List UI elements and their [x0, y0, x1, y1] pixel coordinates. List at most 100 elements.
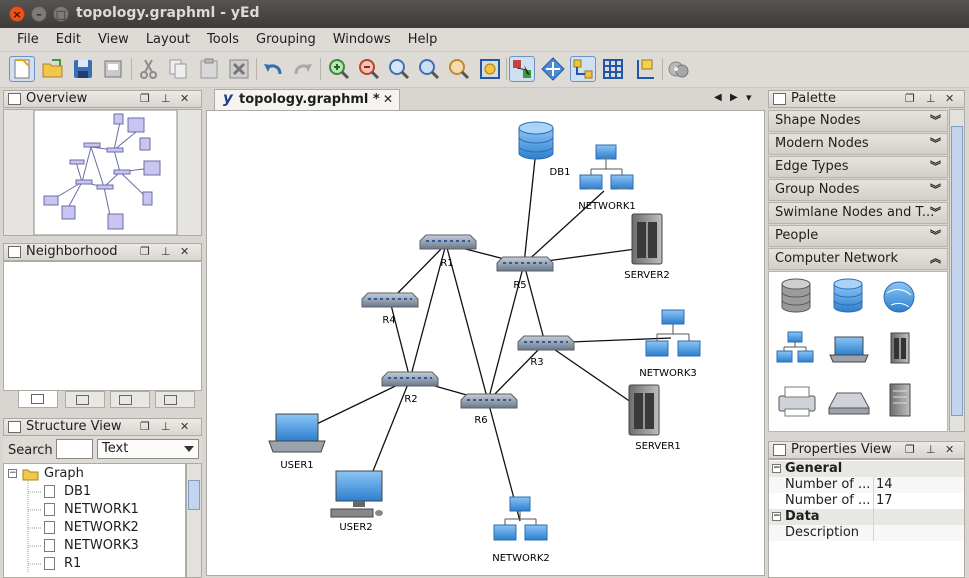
close-tab-icon[interactable]: ✕: [382, 92, 393, 106]
palette-scrollbar-thumb[interactable]: [951, 126, 963, 416]
palette-item-mainframe[interactable]: [889, 383, 911, 417]
palette-item-scanner[interactable]: [828, 392, 870, 415]
redo-button[interactable]: [290, 56, 316, 82]
float-panel-icon[interactable]: ❐: [140, 420, 150, 433]
property-row[interactable]: Number of ... 14: [769, 477, 964, 493]
tree-scrollbar-thumb[interactable]: [188, 480, 200, 510]
pin-icon[interactable]: ⊥: [161, 420, 171, 433]
properties-group-general[interactable]: − General: [769, 461, 964, 477]
pin-icon[interactable]: ⊥: [161, 245, 171, 258]
palette-item-laptop[interactable]: [829, 336, 869, 363]
zoom-out-button[interactable]: [356, 56, 382, 82]
overview-view[interactable]: [3, 109, 202, 236]
palette-item-printer[interactable]: [778, 386, 816, 417]
palette-item-database-gray[interactable]: [781, 278, 811, 313]
zoom-selection-button[interactable]: [446, 56, 472, 82]
palette-section-swimlane-nodes[interactable]: Swimlane Nodes and T...︾: [768, 202, 948, 224]
collapse-icon[interactable]: −: [8, 468, 17, 478]
minimize-window-button[interactable]: –: [31, 6, 47, 22]
graph-edge[interactable]: [409, 243, 447, 380]
graph-edge[interactable]: [544, 342, 645, 412]
collapse-icon[interactable]: −: [772, 463, 781, 473]
open-button[interactable]: [40, 56, 66, 82]
graph-node-user1[interactable]: USER1: [268, 413, 326, 471]
menu-layout[interactable]: Layout: [145, 32, 191, 47]
close-panel-icon[interactable]: ✕: [180, 420, 190, 433]
graph-canvas[interactable]: DB1 NETWORK1 SERVER2: [206, 110, 765, 576]
snap-lines-button[interactable]: [632, 56, 658, 82]
delete-button[interactable]: [226, 56, 252, 82]
navigate-mode-button[interactable]: [540, 56, 566, 82]
cut-button[interactable]: [136, 56, 162, 82]
graph-edge[interactable]: [487, 342, 546, 402]
save-as-button[interactable]: [100, 56, 126, 82]
maximize-window-button[interactable]: □: [53, 6, 69, 22]
menu-grouping[interactable]: Grouping: [256, 32, 316, 47]
undo-button[interactable]: [260, 56, 286, 82]
close-window-button[interactable]: ×: [9, 6, 25, 22]
close-panel-icon[interactable]: ✕: [945, 443, 955, 456]
menu-file[interactable]: File: [17, 32, 39, 47]
neighborhood-tab-1[interactable]: [18, 391, 58, 408]
graph-node-network3[interactable]: NETWORK3: [639, 309, 701, 379]
search-input[interactable]: [56, 439, 93, 459]
graph-edge[interactable]: [389, 243, 447, 302]
fit-content-button[interactable]: [477, 56, 503, 82]
close-panel-icon[interactable]: ✕: [180, 92, 190, 105]
palette-section-shape-nodes[interactable]: Shape Nodes︾: [768, 110, 948, 132]
copy-button[interactable]: [165, 56, 191, 82]
palette-section-people[interactable]: People︾: [768, 225, 948, 247]
properties-group-data[interactable]: − Data: [769, 509, 964, 525]
palette-item-network[interactable]: [776, 331, 814, 363]
window-titlebar[interactable]: × – □ topology.graphml - yEd: [0, 0, 969, 28]
neighborhood-view[interactable]: [3, 261, 202, 391]
float-panel-icon[interactable]: ❐: [140, 245, 150, 258]
new-document-button[interactable]: [9, 56, 35, 82]
neighborhood-panel-title[interactable]: Neighborhood ❐ ⊥ ✕: [3, 243, 202, 261]
neighborhood-tab-2[interactable]: [65, 391, 105, 408]
graph-node-user2[interactable]: USER2: [330, 470, 383, 533]
pin-icon[interactable]: ⊥: [926, 443, 936, 456]
menu-tools[interactable]: Tools: [207, 32, 240, 47]
neighborhood-tab-4[interactable]: [155, 391, 195, 408]
paste-button[interactable]: [196, 56, 222, 82]
property-row[interactable]: Description: [769, 525, 964, 541]
orthogonal-edges-button[interactable]: [570, 56, 596, 82]
menu-windows[interactable]: Windows: [332, 32, 391, 47]
tab-topology-graphml[interactable]: y topology.graphml * ✕: [214, 89, 400, 110]
float-panel-icon[interactable]: ❐: [905, 443, 915, 456]
graph-edge[interactable]: [445, 243, 489, 402]
edit-mode-button[interactable]: [509, 56, 535, 82]
pin-icon[interactable]: ⊥: [926, 92, 936, 105]
graph-edge[interactable]: [523, 190, 605, 265]
graph-node-r5[interactable]: R5: [496, 256, 554, 291]
zoom-original-button[interactable]: [386, 56, 412, 82]
graph-node-r3[interactable]: R3: [517, 335, 575, 368]
search-type-select[interactable]: Text: [97, 439, 199, 459]
tab-scroll-right-icon[interactable]: ▶: [730, 92, 738, 103]
close-panel-icon[interactable]: ✕: [945, 92, 955, 105]
graph-node-r1[interactable]: R1: [419, 234, 477, 269]
tab-menu-icon[interactable]: ▾: [746, 91, 752, 104]
float-panel-icon[interactable]: ❐: [140, 92, 150, 105]
graph-node-r6[interactable]: R6: [460, 393, 518, 426]
pin-icon[interactable]: ⊥: [161, 92, 171, 105]
save-button[interactable]: [70, 56, 96, 82]
menu-help[interactable]: Help: [407, 32, 438, 47]
close-panel-icon[interactable]: ✕: [180, 245, 190, 258]
collapse-icon[interactable]: −: [772, 511, 781, 521]
graph-node-server2[interactable]: SERVER2: [624, 213, 670, 281]
palette-item-globe[interactable]: [883, 281, 915, 313]
graph-node-network2[interactable]: NETWORK2: [492, 496, 550, 564]
palette-section-modern-nodes[interactable]: Modern Nodes︾: [768, 133, 948, 155]
structure-tree[interactable]: − Graph DB1 NETWORK1 NETWORK2 NETWORK3 R…: [3, 463, 186, 578]
palette-section-computer-network[interactable]: Computer Network︽: [768, 248, 948, 270]
grid-button[interactable]: [600, 56, 626, 82]
graph-node-r4[interactable]: R4: [361, 292, 419, 326]
graph-node-server1[interactable]: SERVER1: [628, 384, 681, 452]
graph-edge[interactable]: [389, 300, 411, 380]
column-divider[interactable]: [873, 477, 874, 541]
zoom-fit-button[interactable]: [416, 56, 442, 82]
plugins-button[interactable]: [665, 56, 691, 82]
graph-edge[interactable]: [487, 263, 525, 402]
